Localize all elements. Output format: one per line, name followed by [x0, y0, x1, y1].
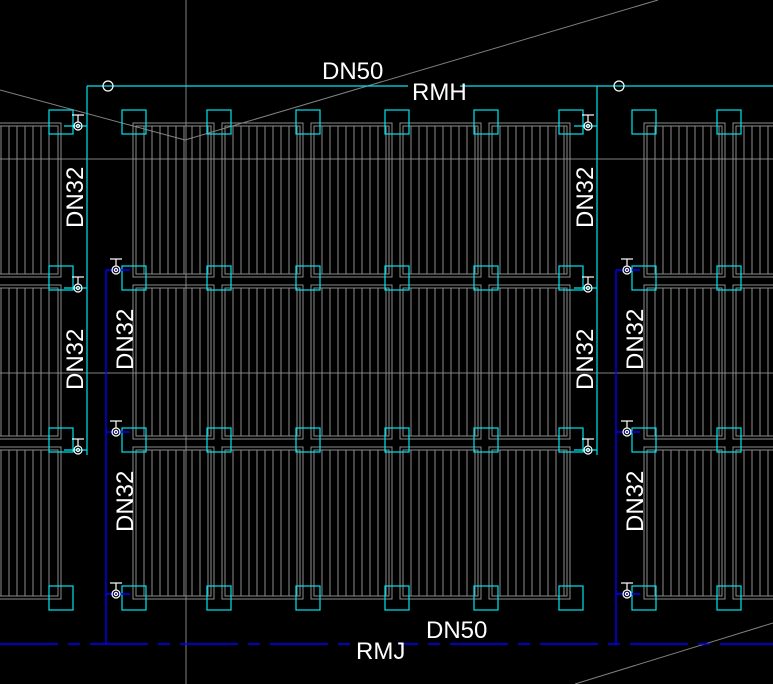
radiant-panel [0, 446, 62, 600]
radiant-panel [310, 446, 393, 600]
valve-icon[interactable] [72, 114, 84, 131]
radiant-panel [643, 284, 726, 440]
connector-box-icon [631, 265, 657, 291]
connector-box-icon [121, 109, 147, 135]
connector-box-icon [384, 265, 410, 291]
radiant-panel [488, 122, 571, 278]
valve-icon[interactable] [110, 582, 122, 599]
valve-icon[interactable] [110, 420, 122, 437]
connector-box-icon [716, 427, 742, 453]
radiant-panel [643, 446, 726, 600]
connector-box-icon [206, 265, 232, 291]
radiant-panel [221, 122, 304, 278]
connector-box-icon [121, 585, 147, 611]
valve-icon[interactable] [621, 420, 633, 437]
radiant-panel [399, 284, 482, 440]
radiant-panel [132, 284, 215, 440]
connector-box-icon [473, 109, 499, 135]
radiant-panel [732, 446, 773, 600]
connector-box-icon [384, 427, 410, 453]
riser-size-label: DN32 [112, 309, 139, 370]
connector-box-icon [558, 265, 584, 291]
valve-icon[interactable] [72, 438, 84, 455]
circle-marker-icon [102, 80, 114, 92]
circle-marker-icon [613, 80, 625, 92]
connector-box-icon [473, 265, 499, 291]
connector-box-icon [716, 109, 742, 135]
radiant-panel [0, 122, 62, 278]
connector-box-icon [558, 109, 584, 135]
riser-size-label: DN32 [622, 309, 649, 370]
riser-size-label: DN32 [62, 329, 89, 390]
radiant-panel [488, 446, 571, 600]
connector-box-icon [631, 427, 657, 453]
connector-box-icon [295, 585, 321, 611]
diagonal-reference-line [574, 622, 773, 684]
pipe-labels: DN50 RMH DN50 RMJ DN32 DN32 DN32 DN32 DN… [62, 58, 649, 665]
connector-box-icon [295, 265, 321, 291]
connector-box-icon [206, 585, 232, 611]
connector-box-icon [48, 585, 74, 611]
radiant-panel [310, 122, 393, 278]
connector-box-icon [295, 427, 321, 453]
connector-box-icon [716, 585, 742, 611]
connector-box-icon [558, 427, 584, 453]
valves [72, 114, 633, 599]
valve-icon[interactable] [621, 258, 633, 275]
radiant-panel [132, 446, 215, 600]
valve-icon[interactable] [110, 258, 122, 275]
connector-box-icon [295, 109, 321, 135]
radiant-panel [643, 122, 726, 278]
riser-size-label: DN32 [112, 471, 139, 532]
connector-box-icon [473, 427, 499, 453]
connector-box-icon [558, 585, 584, 611]
radiant-panel [221, 284, 304, 440]
connector-boxes [48, 109, 742, 611]
riser-size-label: DN32 [622, 471, 649, 532]
supply-header-size-label: DN50 [322, 58, 383, 85]
valve-icon[interactable] [72, 276, 84, 293]
connector-box-icon [716, 265, 742, 291]
supply-header-name-label: RMH [412, 79, 467, 106]
diagonal-reference-line [0, 89, 186, 141]
return-header-name-label: RMJ [356, 638, 405, 665]
valve-icon[interactable] [582, 114, 594, 131]
connector-box-icon [206, 427, 232, 453]
riser-size-label: DN32 [62, 167, 89, 228]
radiant-panel [310, 284, 393, 440]
riser-size-label: DN32 [572, 167, 599, 228]
connector-box-icon [48, 427, 74, 453]
label-mask [350, 636, 398, 652]
radiant-panel [221, 446, 304, 600]
connector-box-icon [384, 585, 410, 611]
radiant-panel [732, 122, 773, 278]
valve-icon[interactable] [621, 582, 633, 599]
connector-box-icon [48, 109, 74, 135]
connector-box-icon [206, 109, 232, 135]
connector-box-icon [384, 109, 410, 135]
radiant-panel [488, 284, 571, 440]
diagonal-reference-line [184, 0, 659, 141]
label-mask [408, 78, 460, 94]
connector-box-icon [121, 265, 147, 291]
valve-icon[interactable] [582, 276, 594, 293]
riser-size-label: DN32 [572, 329, 599, 390]
connector-box-icon [121, 427, 147, 453]
connector-box-icon [48, 265, 74, 291]
return-header-size-label: DN50 [426, 617, 487, 644]
radiant-panel [0, 284, 62, 440]
return-piping[interactable] [0, 269, 773, 645]
connector-box-icon [631, 109, 657, 135]
radiant-panels [0, 122, 773, 600]
radiant-panel [399, 122, 482, 278]
radiant-panel [732, 284, 773, 440]
connector-box-icon [473, 585, 499, 611]
valve-icon[interactable] [582, 438, 594, 455]
radiant-panel [132, 122, 215, 278]
radiant-panel [399, 446, 482, 600]
connector-box-icon [631, 585, 657, 611]
